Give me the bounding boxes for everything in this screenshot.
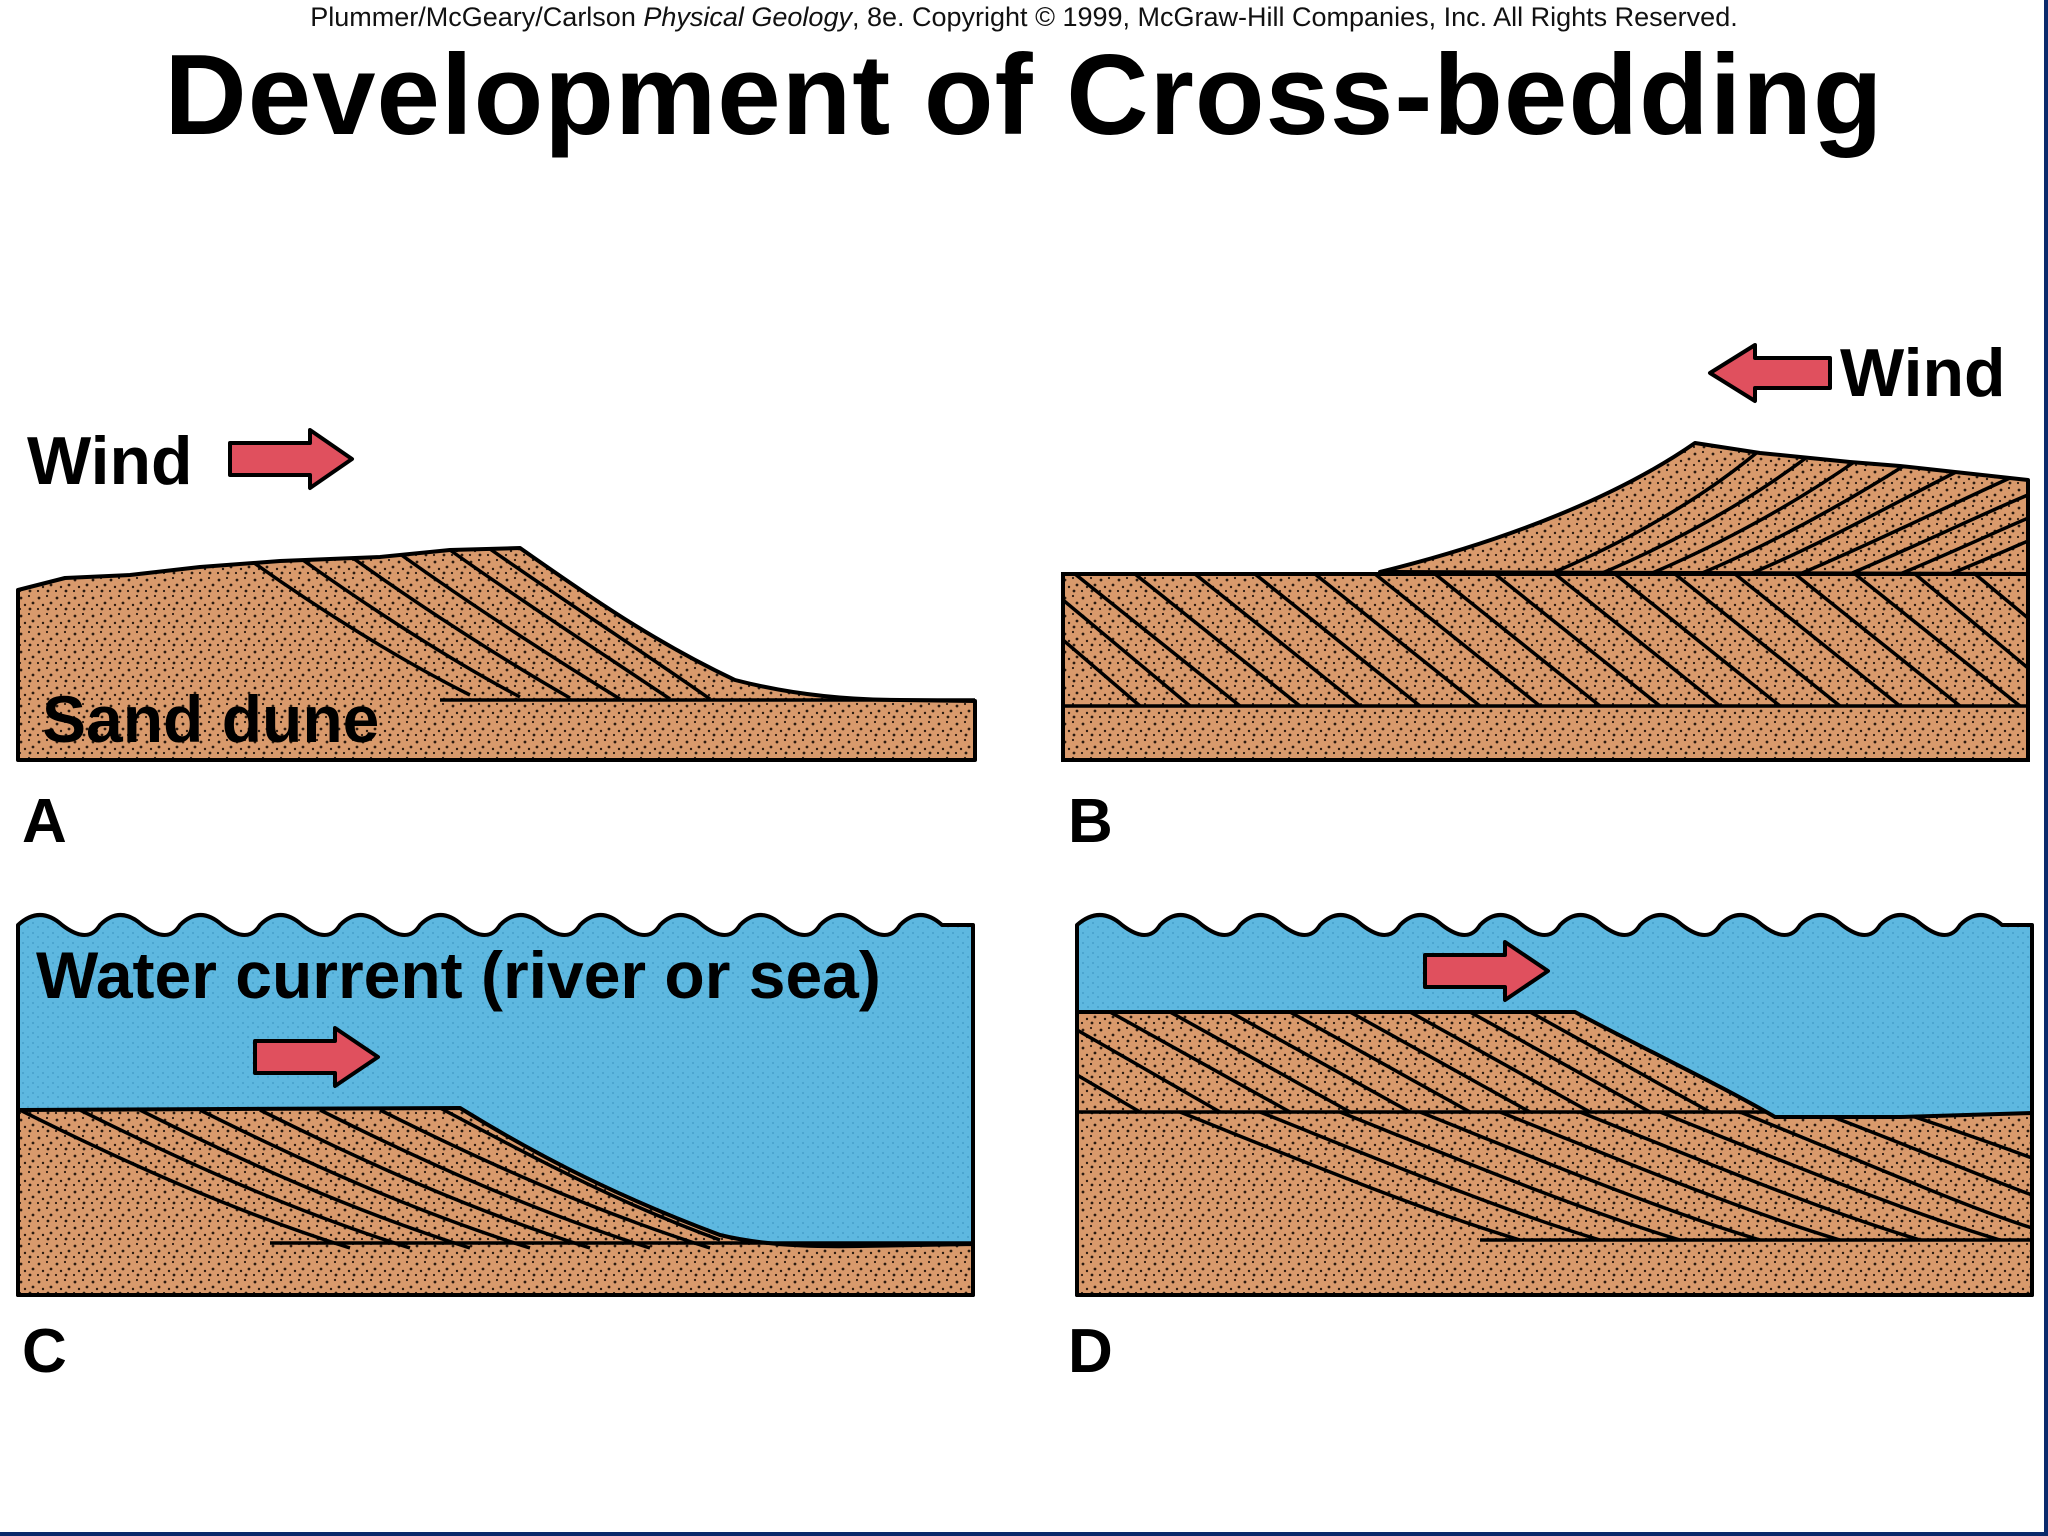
slide-frame-right [2044,0,2048,1536]
panel-c-letter: C [22,1317,67,1386]
panel-b: Wind B [1061,335,2030,856]
panel-a-foreset-layers [248,548,736,701]
panel-a-letter: A [22,787,67,856]
panel-a-wind-arrow [228,428,354,490]
panel-c-current-arrow [253,1026,380,1088]
panel-c: Water current (river or sea) C [16,913,975,1386]
panel-b-letter: B [1068,787,1113,856]
credit-rest: , 8e. Copyright © 1999, McGraw-Hill Comp… [851,2,1738,32]
panel-b-upper-foresets [1549,448,2028,575]
panel-b-lower-sand [1061,572,2030,762]
credit-authors: Plummer/McGeary/Carlson [310,2,636,32]
panel-b-wind-label: Wind [1840,335,2006,411]
panel-b-lower-foresets [1063,574,2028,706]
slide-frame-bottom [0,1532,2048,1536]
credit-book: Physical Geology [643,2,852,32]
panel-d-letter: D [1068,1317,1113,1386]
page-title: Development of Cross-bedding [164,32,1884,159]
panel-d-foreset-layers [1077,1012,2032,1242]
panel-a-caption: Sand dune [42,682,379,756]
panel-d-current-arrow [1423,940,1550,1002]
panel-c-foreset-layers [19,1108,721,1250]
panel-c-sand [16,1106,975,1297]
copyright-credit: Plummer/McGeary/Carlson Physical Geology… [0,2,2048,33]
panel-c-caption: Water current (river or sea) [36,938,881,1012]
panel-a-wind-label: Wind [27,423,193,499]
panel-b-upper-dune [1378,441,2030,576]
panel-d: D [1068,913,2034,1386]
panel-a: Wind Sand dune A [16,423,977,856]
panel-b-wind-arrow [1708,343,1832,403]
